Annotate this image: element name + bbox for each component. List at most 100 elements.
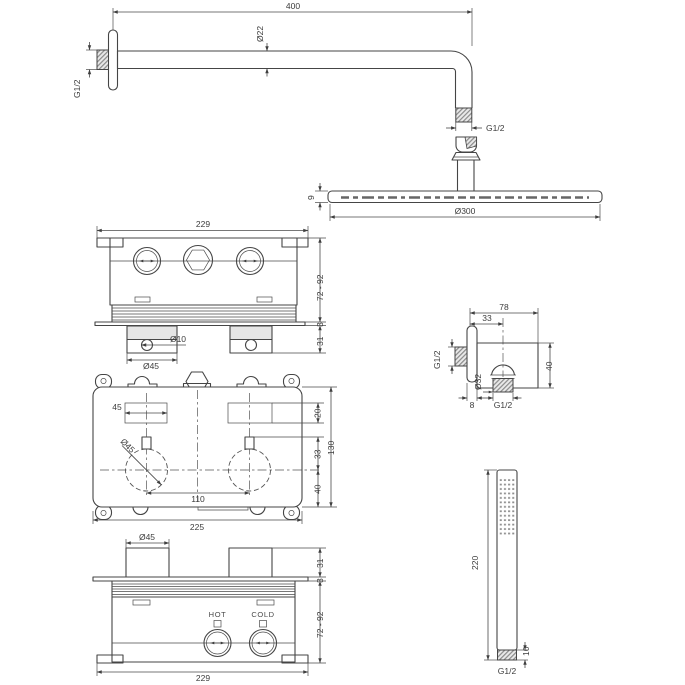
dim-head-diameter: Ø300 — [329, 204, 601, 221]
outlet-inlet-thread — [454, 346, 468, 367]
valve-bottom-body — [111, 596, 296, 663]
cold-indicator — [259, 620, 267, 628]
dim-body-depth-bottom-label: 72 - 92 — [315, 611, 325, 638]
ear-lug-bottom-right — [282, 504, 301, 521]
handle-left — [125, 547, 170, 578]
dim-hand-shower-length-label: 220 — [470, 556, 480, 570]
dim-outlet-depth-label: 78 — [499, 302, 509, 312]
dim-valve-bottom-width-label: 229 — [196, 673, 210, 683]
dim-valve-top-width: 229 — [96, 219, 309, 238]
cartridge-port-left — [132, 246, 162, 276]
arm-wall-flange — [107, 29, 119, 91]
dim-tube-diameter-label: Ø22 — [255, 26, 265, 42]
knob-left — [126, 325, 178, 354]
arm-tube-inner — [117, 67, 457, 108]
dim-slot-width: 45 — [112, 402, 168, 415]
dim-knob-spacing-label: 110 — [191, 494, 205, 504]
dim-knob-diameter-top: Ø45 — [126, 353, 178, 371]
dim-outlet-depth: 78 — [469, 302, 539, 343]
arm-wall-thread — [96, 49, 109, 70]
dim-knob-spacing: 110 — [146, 491, 250, 504]
cold-label: COLD — [251, 610, 274, 619]
hex-nut — [186, 249, 210, 271]
wall-outlet-elbow-drawing: 78 33 G1/2 Ø32 — [432, 302, 554, 410]
dim-valve-front-width-label: 225 — [190, 522, 204, 532]
hand-shower-drawing: 220 10 G1/2 — [470, 469, 531, 676]
dim-valve-bottom-width: 229 — [96, 663, 309, 683]
face-plate-bottom — [92, 576, 309, 582]
dim-body-depth-label: 72 - 92 — [315, 274, 325, 301]
outlet-wall-flange — [466, 325, 478, 383]
ball-joint-thread-wedge — [464, 136, 477, 149]
valve-front-view: 45 Ø45 110 225 20 — [92, 371, 337, 532]
dim-head-diameter-label: Ø300 — [455, 206, 476, 216]
head-neck — [456, 159, 475, 192]
hand-shower-thread — [497, 649, 517, 661]
corner-tab-right — [281, 237, 309, 248]
hot-label: HOT — [209, 610, 227, 619]
dim-valve-top-width-label: 229 — [196, 219, 210, 229]
slot-right — [227, 402, 273, 424]
dim-head-thickness: 9 — [306, 183, 328, 211]
cartridge-port-right — [235, 246, 265, 276]
dim-outlet-height-label: 40 — [544, 361, 554, 371]
dim-outlet-diameter-label: Ø32 — [473, 374, 483, 390]
dim-flange-thickness-label: 8 — [470, 400, 475, 410]
dim-slot-height-label: 20 — [313, 408, 323, 418]
valve-bottom-view: Ø45 HOT COLD 229 — [92, 532, 326, 683]
knob-tab-right — [244, 436, 255, 450]
bottom-notch — [197, 507, 249, 511]
arm-tube-outer — [117, 50, 473, 108]
dim-slot-to-center-label: 33 — [313, 449, 323, 459]
dim-arm-outlet-thread: G1/2 — [446, 122, 505, 133]
dim-outlet-offset: 33 — [469, 313, 504, 326]
dim-outlet-offset-label: 33 — [482, 313, 492, 323]
dim-hand-shower-thread-length-label: 10 — [521, 646, 531, 656]
dim-flange-thickness: 8 G1/2 — [458, 383, 522, 410]
dim-arm-wall-thread: G1/2 — [72, 42, 97, 98]
mounting-stack — [111, 304, 297, 323]
hot-port — [203, 628, 232, 658]
dim-knob-diameter-top-label: Ø45 — [143, 361, 159, 371]
dim-inlet-thread-label: G1/2 — [432, 350, 442, 369]
dim-slot-width-label: 45 — [112, 402, 122, 412]
outlet-body — [476, 342, 539, 389]
knob-right — [229, 325, 273, 354]
dim-valve-top-right-side: 72 - 92 3 31 — [272, 237, 326, 354]
dim-hand-shower-length: 220 — [470, 469, 497, 661]
outlet-thread — [492, 378, 514, 393]
ear-lug-top-left — [94, 373, 113, 390]
dim-arm-length-label: 400 — [286, 1, 300, 11]
dim-handle-height-label: 31 — [315, 336, 325, 346]
knob-tab-left — [141, 436, 152, 450]
dim-hole-diameter-label: Ø10 — [170, 334, 186, 344]
bottom-bump-right — [249, 506, 266, 515]
dim-plate-bottom-label: 3 — [315, 578, 325, 583]
cold-port — [248, 628, 278, 658]
center-connection — [182, 244, 214, 276]
arm-outlet-thread — [455, 107, 473, 123]
bracket-top-right — [236, 376, 267, 387]
dim-arm-outlet-thread-label: G1/2 — [486, 123, 505, 133]
foot-tab-left — [96, 654, 124, 664]
dim-outlet-thread-label: G1/2 — [494, 400, 513, 410]
knob-right-hole — [244, 338, 258, 352]
knob-right-top — [229, 325, 273, 340]
outlet-dome — [490, 364, 516, 376]
overhead-shower-arm-drawing: 400 G1/2 Ø22 G1/2 — [72, 1, 505, 133]
hot-indicator — [213, 620, 222, 628]
dim-handle-diameter-bottom: Ø45 — [125, 532, 170, 548]
dim-inlet-thread: G1/2 — [432, 339, 455, 374]
dim-arm-length: 400 — [112, 1, 473, 46]
dim-handle-height-bottom-label: 31 — [315, 558, 325, 568]
dim-valve-front-right-side: 20 33 40 130 — [254, 386, 337, 508]
dim-hand-shower-thread-label: G1/2 — [498, 666, 517, 676]
dim-handle-diameter-bottom-label: Ø45 — [139, 532, 155, 542]
dim-valve-bottom-right-side: 31 3 72 - 92 — [272, 547, 326, 664]
dim-head-thickness-label: 9 — [306, 195, 316, 200]
dim-hole-diameter: Ø10 — [141, 334, 186, 347]
ear-lug-bottom-left — [94, 504, 113, 521]
dim-outlet-diameter: Ø32 — [473, 374, 493, 394]
